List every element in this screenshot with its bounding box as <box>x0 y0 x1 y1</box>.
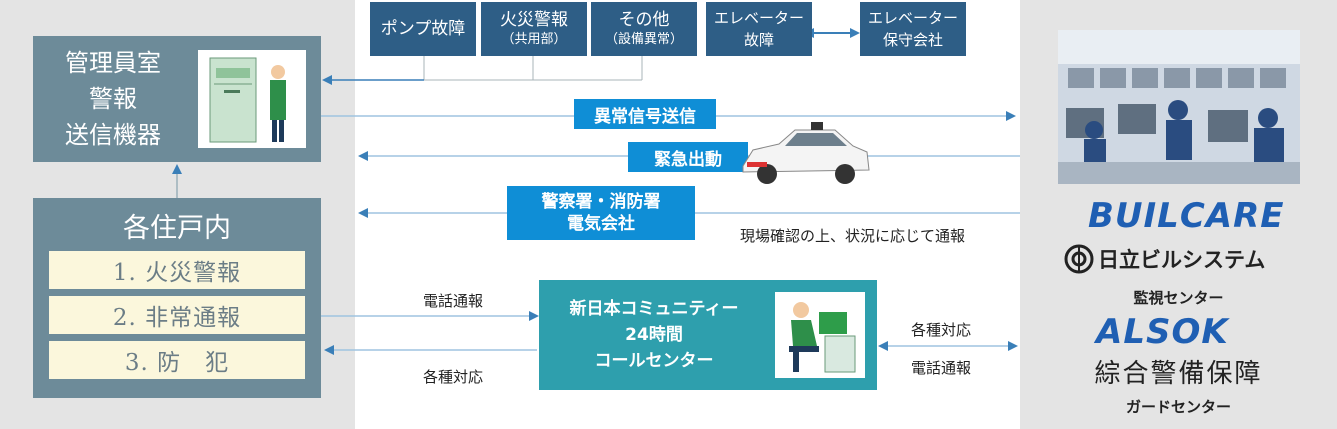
residence-box: 各住戸内 1. 火災警報 2. 非常通報 3. 防 犯 <box>33 198 321 398</box>
manager-room-line2: 警報 <box>89 85 137 113</box>
call-center-line3: コールセンター <box>594 351 714 371</box>
control-room-photo <box>1058 30 1300 184</box>
call-center-line1: 新日本コミュニティー <box>569 299 739 319</box>
source-fire-label: 火災警報 <box>500 10 568 30</box>
alarm-panel-illustration <box>198 50 306 148</box>
alsok-name: 綜合警備保障 <box>1094 359 1263 389</box>
residence-item-emergency: 2. 非常通報 <box>49 296 305 334</box>
source-pump-label: ポンプ故障 <box>380 19 466 39</box>
police-fire-label: 警察署・消防署 電気会社 <box>507 186 695 240</box>
source-other-sub: （設備異常） <box>604 32 683 47</box>
elevator-company-box: エレベーター 保守会社 <box>860 2 966 56</box>
call-center-box: 新日本コミュニティー 24時間 コールセンター <box>539 280 877 390</box>
call-center-line2: 24時間 <box>625 325 683 345</box>
builcare-logo: BUILCARE <box>1088 196 1285 236</box>
elevator-fault-box: エレベーター 故障 <box>706 2 812 56</box>
hitachi-emblem-icon <box>1064 244 1094 274</box>
abnormal-signal-label: 異常信号送信 <box>574 99 716 129</box>
monitor-center: 監視センター <box>1133 289 1224 307</box>
elevator-fault-l1: エレベーター <box>713 9 804 27</box>
elevator-company-l2: 保守会社 <box>882 31 943 49</box>
manager-room-line3: 送信機器 <box>65 121 161 149</box>
taxi-icon <box>742 122 870 184</box>
call-center-text: 新日本コミュニティー 24時間 コールセンター <box>539 280 769 390</box>
onsite-note: 現場確認の上、状況に応じて通報 <box>740 227 966 245</box>
alsok-logo: ALSOK <box>1096 312 1229 352</box>
police-fire-l2: 電気会社 <box>567 214 635 234</box>
guard-center: ガードセンター <box>1125 398 1231 416</box>
source-other-label: その他 <box>618 10 670 30</box>
manager-room-line1: 管理員室 <box>65 49 161 77</box>
source-fire-sub: （共用部） <box>501 32 567 47</box>
response-right: 各種対応 <box>911 321 972 339</box>
emergency-dispatch-label: 緊急出動 <box>628 142 748 172</box>
hitachi-name: 日立ビルシステム <box>1098 248 1266 272</box>
residence-item-security: 3. 防 犯 <box>49 341 305 379</box>
source-fire-alarm: 火災警報 （共用部） <box>481 2 587 56</box>
phone-report-right: 電話通報 <box>911 359 972 377</box>
response-left: 各種対応 <box>423 368 484 386</box>
police-fire-l1: 警察署・消防署 <box>541 192 661 212</box>
elevator-fault-l2: 故障 <box>743 31 774 49</box>
source-other: その他 （設備異常） <box>591 2 697 56</box>
manager-room-box: 管理員室 警報 送信機器 <box>33 36 321 162</box>
operator-icon <box>789 302 856 373</box>
manager-room-text: 管理員室 警報 送信機器 <box>33 36 193 162</box>
residence-item-fire: 1. 火災警報 <box>49 251 305 289</box>
phone-report-left: 電話通報 <box>423 292 484 310</box>
residence-title: 各住戸内 <box>123 213 231 244</box>
operator-illustration <box>775 292 865 378</box>
sources-connector <box>423 56 643 81</box>
elevator-company-l1: エレベーター <box>867 9 958 27</box>
alarm-panel-icon <box>209 57 286 143</box>
source-pump-fault: ポンプ故障 <box>370 2 476 56</box>
